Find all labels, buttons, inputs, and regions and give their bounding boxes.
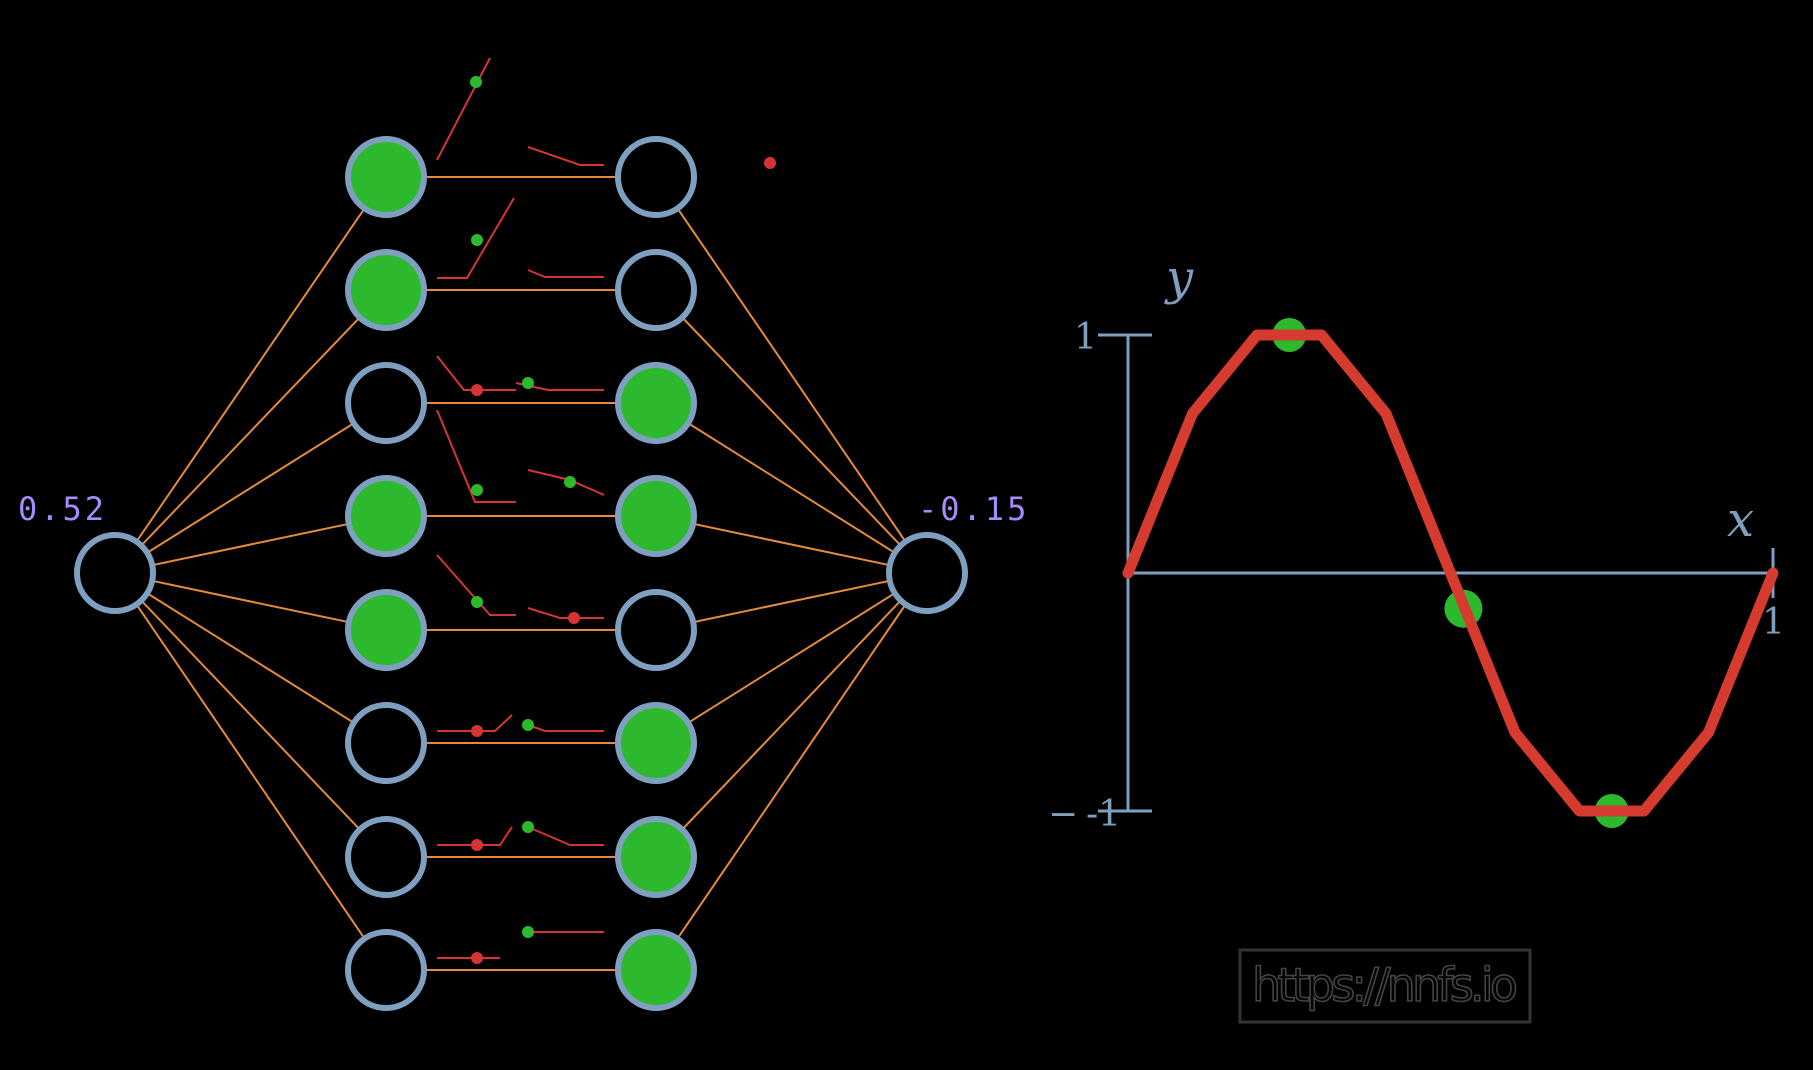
watermark: https://nnfs.io — [1238, 948, 1532, 1024]
y-tick-label-bottom: -1 — [1086, 794, 1121, 835]
edge-input-to-l1-1 — [114, 289, 387, 574]
watermark-box — [1238, 948, 1532, 1024]
relu-sketch-a-5 — [437, 714, 513, 732]
relu-dot-a-0 — [470, 76, 482, 88]
relu-sketch-b-4 — [527, 607, 604, 619]
hidden-layer1-node-1 — [345, 249, 427, 331]
output-node — [886, 532, 968, 614]
approximation-curve — [1122, 329, 1779, 817]
relu-dot-a-5 — [471, 725, 483, 737]
hidden-layer2-node-2 — [615, 362, 697, 444]
edge-input-to-l1-3 — [114, 515, 387, 574]
edge-input-to-l1-5 — [114, 572, 387, 744]
edge-input-to-l1-7 — [114, 572, 387, 971]
sine-chart: 1 -1 − 1 y x — [1048, 250, 1785, 835]
relu-sketch-a-4 — [436, 554, 516, 616]
hidden-layer2-node-3 — [615, 475, 697, 557]
hidden-layer1-node-4 — [345, 589, 427, 671]
hidden-layer2-node-1 — [615, 249, 697, 331]
edge-input-to-l1-6 — [114, 572, 387, 858]
hidden-layer1-node-6 — [345, 816, 427, 898]
watermark-text: https://nnfs.io — [1252, 958, 1518, 1012]
relu-dot-a-7 — [471, 952, 483, 964]
relu-sketch-a-0 — [436, 57, 491, 161]
hidden-layer2-node-7 — [615, 929, 697, 1011]
hidden-layer2-node-0 — [615, 136, 697, 218]
relu-dot-b-3 — [564, 476, 576, 488]
edge-l2-to-output-2 — [655, 402, 928, 574]
hidden-layer1-node-5 — [345, 702, 427, 784]
edge-l2-to-output-0 — [655, 176, 928, 574]
relu-sketch-b-0 — [527, 146, 604, 166]
edge-l2-to-output-3 — [655, 515, 928, 574]
hidden-layer1-node-3 — [345, 475, 427, 557]
input-value-label: 0.52 — [18, 490, 107, 528]
relu-dot-a-1 — [471, 234, 483, 246]
relu-dot-a-3 — [471, 484, 483, 496]
relu-activation-sketches — [436, 57, 776, 964]
hidden-layer1-node-2 — [345, 362, 427, 444]
edge-l2-to-output-5 — [655, 572, 928, 744]
input-node — [74, 532, 156, 614]
edge-input-to-l1-0 — [114, 176, 387, 574]
relu-sketch-a-1 — [437, 197, 515, 279]
relu-sketch-a-3 — [436, 409, 516, 503]
relu-dot-b-2 — [522, 377, 534, 389]
hidden-layer1-node-7 — [345, 929, 427, 1011]
relu-dot-b-6 — [522, 821, 534, 833]
relu-dot-a-6 — [471, 839, 483, 851]
relu-dot-b-7 — [522, 926, 534, 938]
y-tick-label-top: 1 — [1074, 317, 1097, 358]
relu-dot-b-4 — [568, 612, 580, 624]
relu-sketch-b-6 — [527, 826, 604, 846]
hidden-layer2-node-5 — [615, 702, 697, 784]
relu-sketch-b-5 — [527, 724, 604, 732]
relu-sketch-b-1 — [527, 269, 604, 278]
x-axis-label: x — [1727, 492, 1754, 548]
network-edges — [114, 176, 928, 971]
edge-input-to-l1-4 — [114, 572, 387, 631]
network-nodes — [74, 136, 968, 1011]
x-tick-label-right: 1 — [1762, 602, 1785, 643]
edge-input-to-l1-2 — [114, 402, 387, 574]
hidden-layer2-node-4 — [615, 589, 697, 671]
relu-dot-a-4 — [471, 596, 483, 608]
relu-stray-dot — [764, 157, 776, 169]
output-value-label: -0.15 — [918, 490, 1029, 528]
relu-sketch-a-6 — [437, 826, 513, 846]
edge-l2-to-output-7 — [655, 572, 928, 971]
hidden-layer2-node-6 — [615, 816, 697, 898]
y-tick-minus: − — [1048, 794, 1078, 835]
relu-dot-a-2 — [471, 384, 483, 396]
y-axis-label: y — [1164, 250, 1194, 306]
edge-l2-to-output-4 — [655, 572, 928, 631]
hidden-layer1-node-0 — [345, 136, 427, 218]
relu-dot-b-5 — [522, 719, 534, 731]
edge-l2-to-output-6 — [655, 572, 928, 858]
edge-l2-to-output-1 — [655, 289, 928, 574]
relu-sketch-a-2 — [436, 355, 516, 391]
